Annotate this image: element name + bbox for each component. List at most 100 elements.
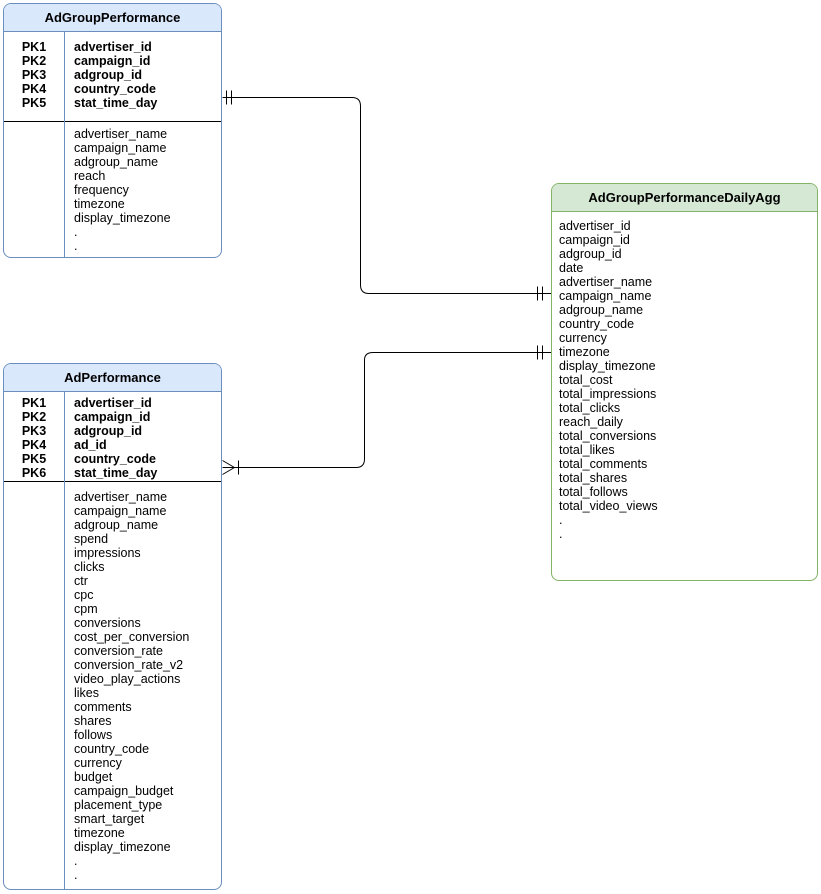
field-row: cpm <box>74 602 98 616</box>
field-row: advertiser_name <box>559 275 653 289</box>
field-row: display_timezone <box>559 359 656 373</box>
entity-title: AdGroupPerformanceDailyAgg <box>552 184 817 212</box>
field-row: reach <box>74 169 106 183</box>
entity-title: AdGroupPerformance <box>4 4 221 32</box>
field-row: shares <box>74 714 112 728</box>
pk-key-label: PK1 <box>21 396 47 410</box>
field-row: follows <box>74 728 113 742</box>
pk-field-name: adgroup_id <box>74 68 143 82</box>
field-row: total_impressions <box>559 387 657 401</box>
field-row: spend <box>74 532 109 546</box>
pk-field-name: campaign_id <box>74 410 151 424</box>
field-row: adgroup_name <box>74 518 159 532</box>
field-row: total_video_views <box>559 499 658 513</box>
pk-key-label: PK4 <box>21 438 47 452</box>
field-row: total_conversions <box>559 429 657 443</box>
field-row: budget <box>74 770 113 784</box>
cardinality-exactly-one-icon <box>537 345 543 360</box>
field-row: . <box>74 225 78 239</box>
field-row: video_play_actions <box>74 672 181 686</box>
field-row: ctr <box>74 574 88 588</box>
relationship-adperformance-to-dailyagg <box>222 345 551 475</box>
pk-row: PK3 adgroup_id <box>4 68 221 82</box>
pk-field-name: ad_id <box>74 438 107 452</box>
field-row: reach_daily <box>559 415 623 429</box>
field-row: total_follows <box>559 485 628 499</box>
field-row: . <box>74 239 78 253</box>
pk-field-name: campaign_id <box>74 54 151 68</box>
field-row: adgroup_id <box>559 247 622 261</box>
pk-key-label: PK1 <box>21 40 47 54</box>
field-row: conversion_rate_v2 <box>74 658 184 672</box>
pk-field-name: stat_time_day <box>74 466 158 480</box>
field-row: advertiser_name <box>74 490 168 504</box>
pk-field-name: advertiser_id <box>74 40 152 54</box>
relationship-adgroupperformance-to-dailyagg <box>222 90 551 301</box>
field-row: date <box>559 261 584 275</box>
pk-row: PK2 campaign_id <box>4 410 221 424</box>
field-row: campaign_name <box>559 289 652 303</box>
field-row: timezone <box>74 826 125 840</box>
pk-row: PK1 advertiser_id <box>4 40 221 54</box>
field-row: conversion_rate <box>74 644 163 658</box>
field-row: . <box>74 854 78 868</box>
pk-field-name: adgroup_id <box>74 424 143 438</box>
entity-title: AdPerformance <box>4 364 221 392</box>
field-row: total_likes <box>559 443 615 457</box>
field-row: display_timezone <box>74 840 171 854</box>
cardinality-many-crowfoot-icon <box>222 460 239 475</box>
pk-row: PK2 campaign_id <box>4 54 221 68</box>
field-row: clicks <box>74 560 105 574</box>
cardinality-exactly-one-icon <box>537 286 543 301</box>
pk-key-label: PK3 <box>21 68 47 82</box>
entity-adgroupperformancedailyagg: AdGroupPerformanceDailyAgg advertiser_id… <box>551 183 818 581</box>
pk-field-name: country_code <box>74 82 156 96</box>
pk-key-label: PK5 <box>21 96 47 110</box>
field-row: currency <box>74 756 122 770</box>
field-row: cost_per_conversion <box>74 630 190 644</box>
pk-row: PK5 stat_time_day <box>4 96 221 110</box>
section-divider <box>4 481 221 482</box>
pk-key-label: PK2 <box>21 54 47 68</box>
field-row: country_code <box>74 742 150 756</box>
field-row: adgroup_name <box>559 303 644 317</box>
field-row: frequency <box>74 183 129 197</box>
pk-row: PK4 ad_id <box>4 438 221 452</box>
field-row: campaign_budget <box>74 784 174 798</box>
pk-row: PK4 country_code <box>4 82 221 96</box>
field-row: . <box>559 513 563 527</box>
field-row: conversions <box>74 616 141 630</box>
field-row: . <box>559 527 563 541</box>
field-row: timezone <box>74 197 125 211</box>
field-row: total_shares <box>559 471 628 485</box>
pk-column-divider <box>64 392 65 889</box>
field-row: . <box>74 868 78 882</box>
pk-field-name: stat_time_day <box>74 96 158 110</box>
pk-column-divider <box>64 32 65 257</box>
field-row: total_cost <box>559 373 613 387</box>
field-row: campaign_name <box>74 504 167 518</box>
pk-key-label: PK6 <box>21 466 47 480</box>
field-row: adgroup_name <box>74 155 159 169</box>
connector-line <box>222 352 551 468</box>
field-row: campaign_id <box>559 233 630 247</box>
pk-key-label: PK2 <box>21 410 47 424</box>
pk-key-label: PK4 <box>21 82 47 96</box>
field-row: display_timezone <box>74 211 171 225</box>
section-divider <box>4 121 221 122</box>
field-row: country_code <box>559 317 635 331</box>
cardinality-exactly-one-icon <box>226 90 232 105</box>
field-row: cpc <box>74 588 94 602</box>
